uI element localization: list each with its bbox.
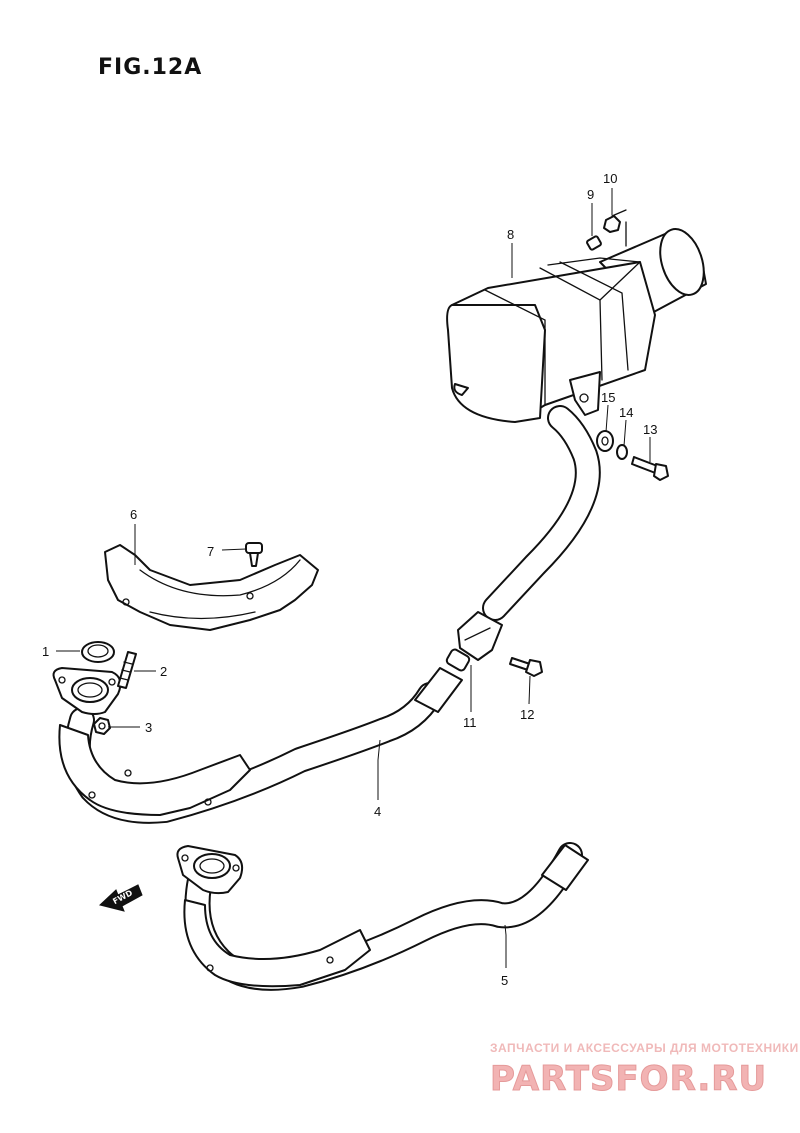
figure-title: FIG.12A — [98, 55, 202, 80]
nut — [93, 717, 111, 735]
forward-arrow-icon: FWD — [98, 884, 143, 912]
callout-4: 4 — [374, 804, 381, 819]
callout-12: 12 — [520, 707, 534, 722]
watermark-logo: PARTSFOR.RU — [490, 1059, 767, 1099]
stud — [117, 651, 137, 689]
callout-13: 13 — [643, 422, 657, 437]
callout-10: 10 — [603, 171, 617, 186]
callout-15: 15 — [601, 390, 615, 405]
callout-7: 7 — [207, 544, 214, 559]
callouts: 1 2 3 4 5 6 7 8 9 10 11 12 13 14 15 — [42, 171, 657, 988]
callout-5: 5 — [501, 973, 508, 988]
clamp — [445, 611, 503, 672]
muffler — [446, 209, 707, 423]
callout-1: 1 — [42, 644, 49, 659]
watermark-caption: ЗАПЧАСТИ И АКСЕССУАРЫ ДЛЯ МОТОТЕХНИКИ — [490, 1041, 799, 1055]
muffler-bolt-lower — [631, 456, 669, 481]
watermark: ЗАПЧАСТИ И АКСЕССУАРЫ ДЛЯ МОТОТЕХНИКИ PA… — [490, 1041, 799, 1100]
callout-2: 2 — [160, 664, 167, 679]
muffler-bolt-upper — [586, 235, 602, 251]
callout-6: 6 — [130, 507, 137, 522]
exhaust-pipe-front — [52, 405, 601, 824]
exhaust-pipe-rear — [176, 842, 589, 991]
callout-8: 8 — [507, 227, 514, 242]
callout-14: 14 — [619, 405, 633, 420]
callout-9: 9 — [587, 187, 594, 202]
washer — [616, 444, 628, 460]
callout-11: 11 — [463, 715, 477, 730]
heat-shield — [104, 544, 319, 631]
muffler-nut-upper — [603, 215, 621, 233]
clamp-bolt — [509, 657, 543, 677]
gasket — [81, 641, 115, 663]
callout-3: 3 — [145, 720, 152, 735]
rubber-cushion — [596, 430, 614, 452]
screw-heat-shield — [245, 542, 263, 567]
leader-lines — [56, 188, 651, 968]
